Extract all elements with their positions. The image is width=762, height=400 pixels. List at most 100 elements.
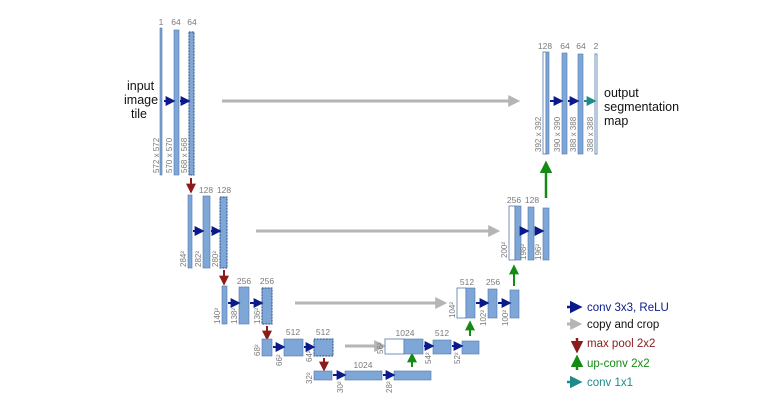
feature-map-bottom-conv2: [393, 370, 432, 381]
channel-label: 512: [460, 277, 474, 287]
channel-label: 256: [237, 276, 251, 286]
size-label: 54²: [424, 352, 433, 364]
feature-map-l2-copied: [508, 205, 516, 261]
channel-label: 512: [316, 327, 330, 337]
legend-pool-label: max pool 2x2: [587, 338, 655, 350]
feature-map-l3-conv1: [238, 286, 250, 325]
output-label-line: map: [604, 114, 628, 128]
channel-label: 128: [217, 185, 231, 195]
crop-region-l3: [261, 287, 273, 325]
channel-label: 512: [435, 328, 449, 338]
size-label: 196²: [534, 244, 543, 260]
feature-map-l4-pool: [261, 338, 273, 357]
size-label: 572 x 572: [152, 137, 161, 173]
channel-label: 512: [286, 327, 300, 337]
bottom-level: 1024 32² 30² 28²: [305, 352, 432, 393]
legend-copy-label: copy and crop: [587, 319, 659, 331]
size-label: 32²: [305, 372, 314, 384]
feature-map-l3-upconv1: [487, 288, 498, 319]
feature-map-l4-upsampled: [403, 338, 424, 355]
feature-map-l4-copied: [384, 338, 405, 355]
level1-right: 128 64 64 2 392 x 392 390 x 390 388 x 38…: [534, 41, 599, 155]
size-label: 200²: [500, 242, 509, 258]
feature-map-l2-conv2: [219, 196, 228, 269]
feature-map-output: [594, 53, 598, 155]
channel-label: 256: [507, 195, 521, 205]
channel-label: 64: [187, 17, 197, 27]
feature-map-l1-upconv2: [577, 53, 584, 155]
size-label: 30²: [336, 381, 345, 393]
channel-label: 128: [538, 41, 552, 51]
size-label: 28²: [385, 381, 394, 393]
size-label: 136²: [253, 308, 262, 324]
size-label: 64²: [305, 350, 314, 362]
feature-map-l4-conv1: [283, 338, 304, 357]
size-label: 66²: [275, 354, 284, 366]
feature-map-l3-conv2: [261, 287, 273, 325]
size-label: 392 x 392: [534, 116, 543, 152]
level4-left: 512 512 68² 66² 64²: [253, 327, 334, 372]
legend: conv 3x3, ReLU copy and crop max pool 2x…: [567, 300, 669, 389]
legend-upconv-label: up-conv 2x2: [587, 358, 650, 370]
size-label: 138²: [230, 308, 239, 324]
level4-right: 1024 512 56² 54² 52²: [376, 320, 480, 364]
channel-label: 128: [199, 185, 213, 195]
feature-map-l4-upconv1: [432, 339, 452, 355]
channel-label: 128: [525, 195, 539, 205]
channel-label: 1: [159, 17, 164, 27]
size-label: 100²: [501, 310, 510, 326]
input-label: input image tile: [124, 79, 158, 121]
size-label: 282²: [194, 251, 203, 267]
level3-right: 512 256 104² 102² 100²: [448, 264, 520, 326]
channel-label: 2: [594, 41, 599, 51]
feature-map-bottom-conv1: [344, 370, 383, 381]
input-label-line: tile: [131, 107, 147, 121]
feature-map-l2-pool: [187, 194, 193, 269]
size-label: 102²: [479, 310, 488, 326]
feature-map-l3-copied: [456, 287, 467, 319]
size-label: 280²: [211, 251, 220, 267]
feature-map-l1-conv2: [188, 31, 195, 176]
size-label: 198²: [519, 244, 528, 260]
level2-right: 256 128 200² 198² 196²: [500, 160, 553, 261]
channel-label: 256: [486, 277, 500, 287]
feature-map-input: [159, 27, 163, 176]
channel-label: 1024: [396, 328, 415, 338]
legend-conv1x1-label: conv 1x1: [587, 377, 633, 389]
size-label: 284²: [179, 251, 188, 267]
feature-map-l3-upsampled: [465, 287, 476, 319]
channel-label: 256: [260, 276, 274, 286]
size-label: 56²: [376, 342, 385, 354]
feature-map-l1-conv1: [173, 29, 180, 176]
channel-label: 1024: [354, 360, 373, 370]
level1-left: 1 64 64 572 x 572 570 x 570 568 x 568: [152, 17, 197, 194]
output-label-line: segmentation: [604, 100, 679, 114]
level3-left: 256 256 140² 138² 136²: [213, 276, 274, 341]
channel-label: 64: [171, 17, 181, 27]
legend-conv-label: conv 3x3, ReLU: [587, 302, 669, 314]
feature-map-l3-pool: [221, 285, 228, 325]
feature-map-l2-conv1: [202, 195, 211, 269]
output-label: output segmentation map: [604, 86, 679, 128]
feature-map-l1-copied: [542, 51, 547, 155]
channel-label: 64: [560, 41, 570, 51]
feature-map-l4-conv2: [313, 338, 334, 357]
size-label: 570 x 570: [165, 137, 174, 173]
level2-left: 128 128 284² 282² 280²: [179, 185, 231, 286]
output-label-line: output: [604, 86, 639, 100]
size-label: 52²: [453, 352, 462, 364]
copy-arrows: [222, 95, 521, 352]
crop-region-l1: [188, 31, 195, 176]
size-label: 390 x 390: [553, 116, 562, 152]
size-label: 140²: [213, 308, 222, 324]
size-label: 68²: [253, 344, 262, 356]
input-label-line: input: [127, 79, 155, 93]
feature-map-l2-upconv2: [542, 207, 550, 261]
size-label: 388 x 388: [586, 116, 595, 152]
input-label-line: image: [124, 93, 158, 107]
feature-map-l4-upconv2: [461, 340, 480, 355]
feature-map-l1-upconv1: [561, 52, 568, 155]
size-label: 568 x 568: [180, 137, 189, 173]
